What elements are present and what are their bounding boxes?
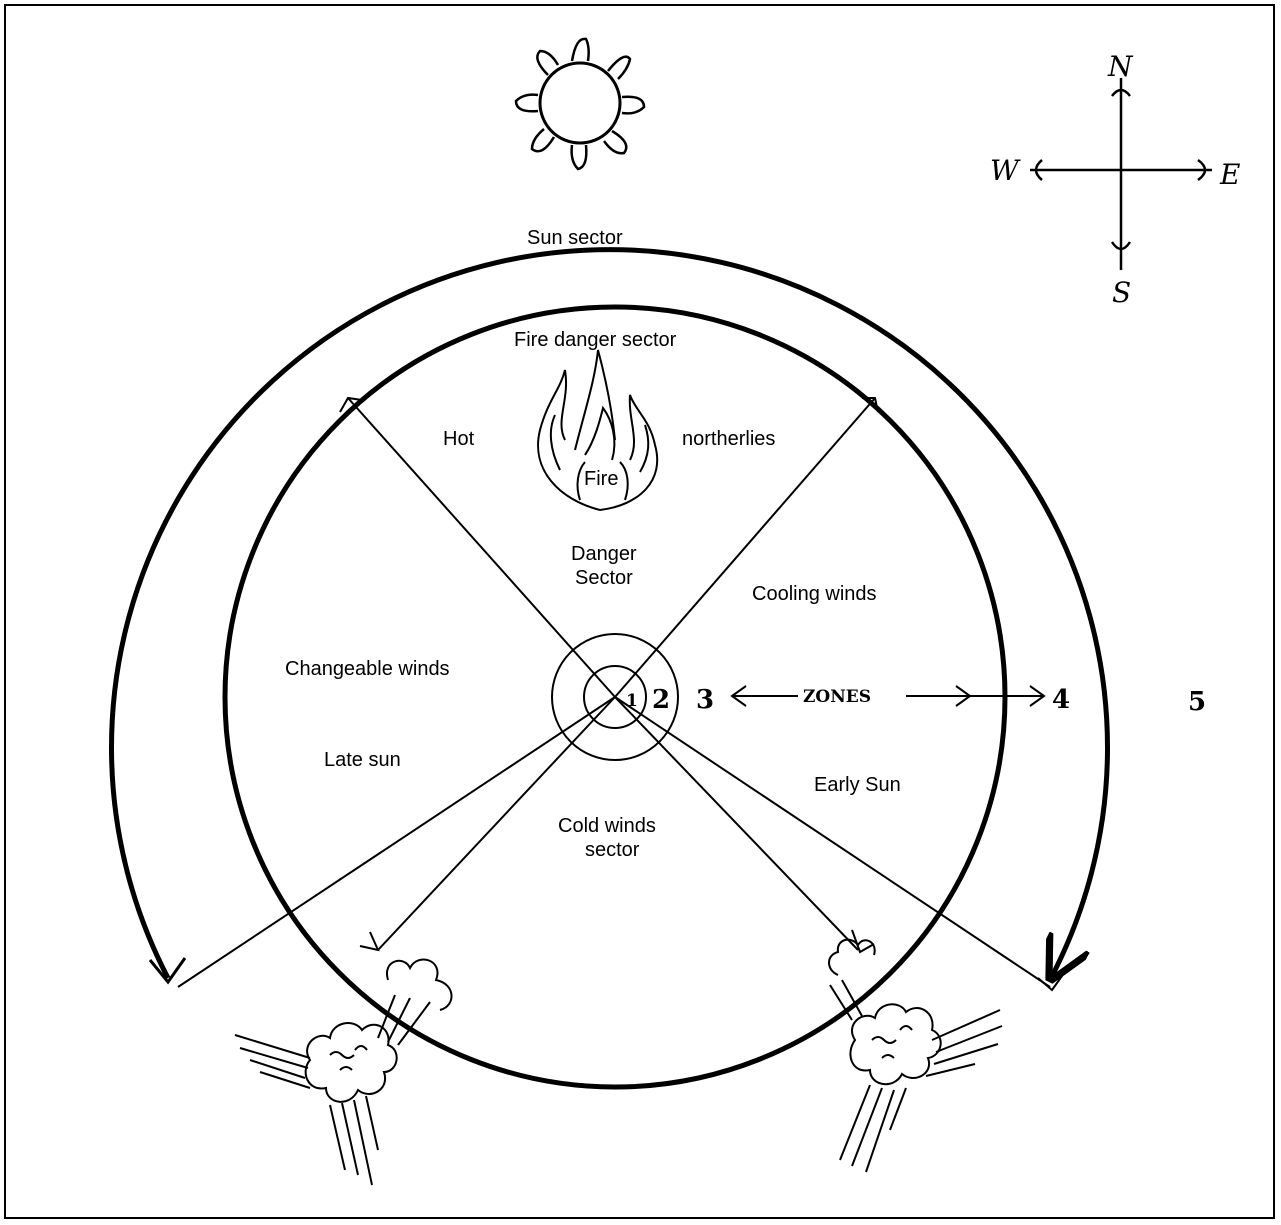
fire-icon: Fire [537,349,659,511]
cold-winds-sector-label: sector [585,839,640,861]
cold-wind-line-2 [377,696,616,951]
zone-3-label: 3 [696,685,714,715]
early-sun-label: Early Sun [814,774,901,796]
zones-label: ZONES [803,687,871,707]
wind-cloud-icon-right [828,938,1003,1173]
late-sun-label: Late sun [324,749,401,771]
zones-arrowhead-mid [955,685,972,707]
cold-wind-arrow-2 [359,931,380,952]
compass-west: W [990,154,1021,187]
zone-2-circle [551,633,679,761]
diagram-frame [4,4,1275,1219]
fire-sector-line-west [347,397,616,698]
cold-wind-arrow-3 [851,929,875,954]
fire-sector-arrow-east [862,397,879,413]
zones-arrowhead-right [1029,685,1046,707]
danger-label: Danger [571,543,637,565]
zone-1-circle [583,665,647,729]
compass-south: S [1112,276,1131,309]
zone-2-label: 2 [652,685,670,715]
northerlies-label: northerlies [682,428,775,450]
fire-sector-arrow-west [339,396,363,413]
zone-5-label: 5 [1188,687,1206,717]
compass-icon: N S W E [990,50,1240,309]
wind-cloud-icon [234,958,453,1186]
cold-wind-arrow-4 [1037,975,1063,992]
fire-label: Fire [584,468,618,490]
cold-wind-line-4 [614,696,1051,988]
cold-wind-line-3 [614,696,859,951]
hot-label: Hot [443,428,475,450]
compass-north: N [1107,50,1134,83]
sun-icon [514,37,646,171]
zones-arrowhead-left [730,685,747,707]
cold-wind-line-1 [177,696,616,988]
danger-sector-label: Sector [575,567,633,589]
cold-winds-label: Cold winds [558,815,656,837]
zone-4-label: 4 [1052,685,1070,715]
fire-sector-line-east [614,397,876,698]
sun-sector-label: Sun sector [527,227,623,249]
zone-1-label: 1 [626,691,638,711]
sun-sector-arc-start-arrow [148,957,187,985]
sun-sector-arc [109,247,1110,978]
cooling-winds-label: Cooling winds [752,583,877,605]
compass-east: E [1219,158,1240,191]
fire-danger-sector-label: Fire danger sector [514,329,677,351]
changeable-winds-label: Changeable winds [285,658,450,680]
